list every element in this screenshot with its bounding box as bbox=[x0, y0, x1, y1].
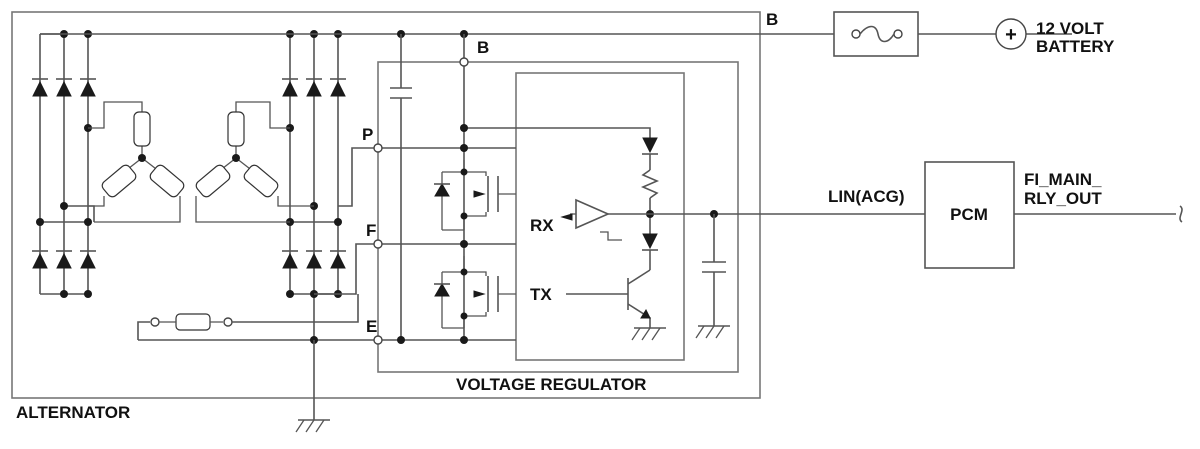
diode-icon bbox=[282, 78, 298, 97]
npn-transistor-icon bbox=[566, 269, 651, 328]
diode-icon bbox=[32, 78, 48, 97]
field-coil-icon bbox=[137, 294, 359, 340]
winding-neutral-dot bbox=[232, 154, 240, 162]
regulator-ic-frame bbox=[515, 72, 685, 361]
fuse-icon bbox=[833, 11, 919, 57]
pcm-box bbox=[924, 161, 1015, 269]
alternator-label: ALTERNATOR bbox=[16, 403, 130, 422]
battery-plus-icon: + bbox=[995, 18, 1027, 50]
stator-coil-icon bbox=[149, 164, 185, 198]
capacitor-icon bbox=[702, 261, 726, 273]
junction-dot bbox=[460, 144, 468, 152]
diode-icon bbox=[80, 78, 96, 97]
terminal-f-label: F bbox=[366, 221, 376, 240]
junction-dot bbox=[397, 336, 405, 344]
diode-icon bbox=[306, 78, 322, 97]
resistor-icon bbox=[640, 169, 660, 199]
ground-icon bbox=[695, 325, 730, 339]
wire-break-icon bbox=[1179, 205, 1183, 223]
battery-label-line1: 12 VOLT bbox=[1036, 19, 1104, 38]
lin-acg-label: LIN(ACG) bbox=[828, 187, 904, 206]
battery-plus-sign: + bbox=[1005, 24, 1017, 46]
junction-dot bbox=[84, 290, 92, 298]
junction-dot bbox=[60, 202, 68, 210]
diode-icon bbox=[32, 250, 48, 269]
right-stator-winding bbox=[195, 101, 314, 223]
diode-icon bbox=[642, 137, 658, 155]
junction-dot bbox=[460, 240, 468, 248]
terminal-p-label: P bbox=[362, 125, 373, 144]
junction-dot bbox=[84, 218, 92, 226]
left-stator-winding bbox=[88, 101, 185, 223]
ground-icon bbox=[631, 327, 666, 341]
stator-coil-icon bbox=[133, 111, 151, 147]
stator-coil-icon bbox=[101, 164, 137, 198]
diode-icon bbox=[56, 250, 72, 269]
rx-label: RX bbox=[530, 216, 554, 235]
terminal-b-inner-label: B bbox=[477, 38, 489, 57]
comparator-icon bbox=[560, 198, 650, 241]
terminal-p-ring bbox=[373, 143, 383, 153]
diode-icon bbox=[306, 250, 322, 269]
capacitor-icon bbox=[390, 87, 412, 99]
junction-dot bbox=[460, 124, 468, 132]
ground-icon bbox=[295, 419, 330, 433]
diode-icon bbox=[330, 250, 346, 269]
regulator-wiring bbox=[138, 34, 651, 420]
voltage-regulator-label: VOLTAGE REGULATOR bbox=[456, 375, 646, 394]
voltage-regulator-frame bbox=[377, 61, 739, 373]
junction-dot bbox=[334, 218, 342, 226]
diode-icon bbox=[642, 233, 658, 251]
junction-dot bbox=[286, 290, 294, 298]
stator-coil-icon bbox=[227, 111, 245, 147]
terminal-f-ring bbox=[373, 239, 383, 249]
winding-neutral-dot bbox=[138, 154, 146, 162]
terminal-e-label: E bbox=[366, 317, 377, 336]
terminal-b-inner-ring bbox=[459, 57, 469, 67]
mosfet-icon bbox=[434, 256, 516, 329]
fi-main-label-line2: RLY_OUT bbox=[1024, 189, 1102, 208]
diode-icon bbox=[56, 78, 72, 97]
alternator-frame bbox=[11, 11, 761, 399]
fi-main-label-line1: FI_MAIN_ bbox=[1024, 170, 1102, 189]
junction-dot bbox=[36, 218, 44, 226]
diode-icon bbox=[282, 250, 298, 269]
stator-coil-icon bbox=[243, 164, 279, 198]
mosfet-icon bbox=[434, 160, 516, 231]
junction-dot bbox=[460, 336, 468, 344]
left-rectifier-bridge bbox=[32, 30, 96, 298]
junction-dot bbox=[60, 290, 68, 298]
tx-label: TX bbox=[530, 285, 552, 304]
diode-icon bbox=[80, 250, 96, 269]
pcm-label: PCM bbox=[950, 205, 988, 224]
stator-coil-icon bbox=[195, 164, 231, 198]
diode-icon bbox=[330, 78, 346, 97]
terminal-e-ring bbox=[373, 335, 383, 345]
battery-label-line2: BATTERY bbox=[1036, 37, 1115, 56]
terminal-b-outer-label: B bbox=[766, 10, 778, 29]
